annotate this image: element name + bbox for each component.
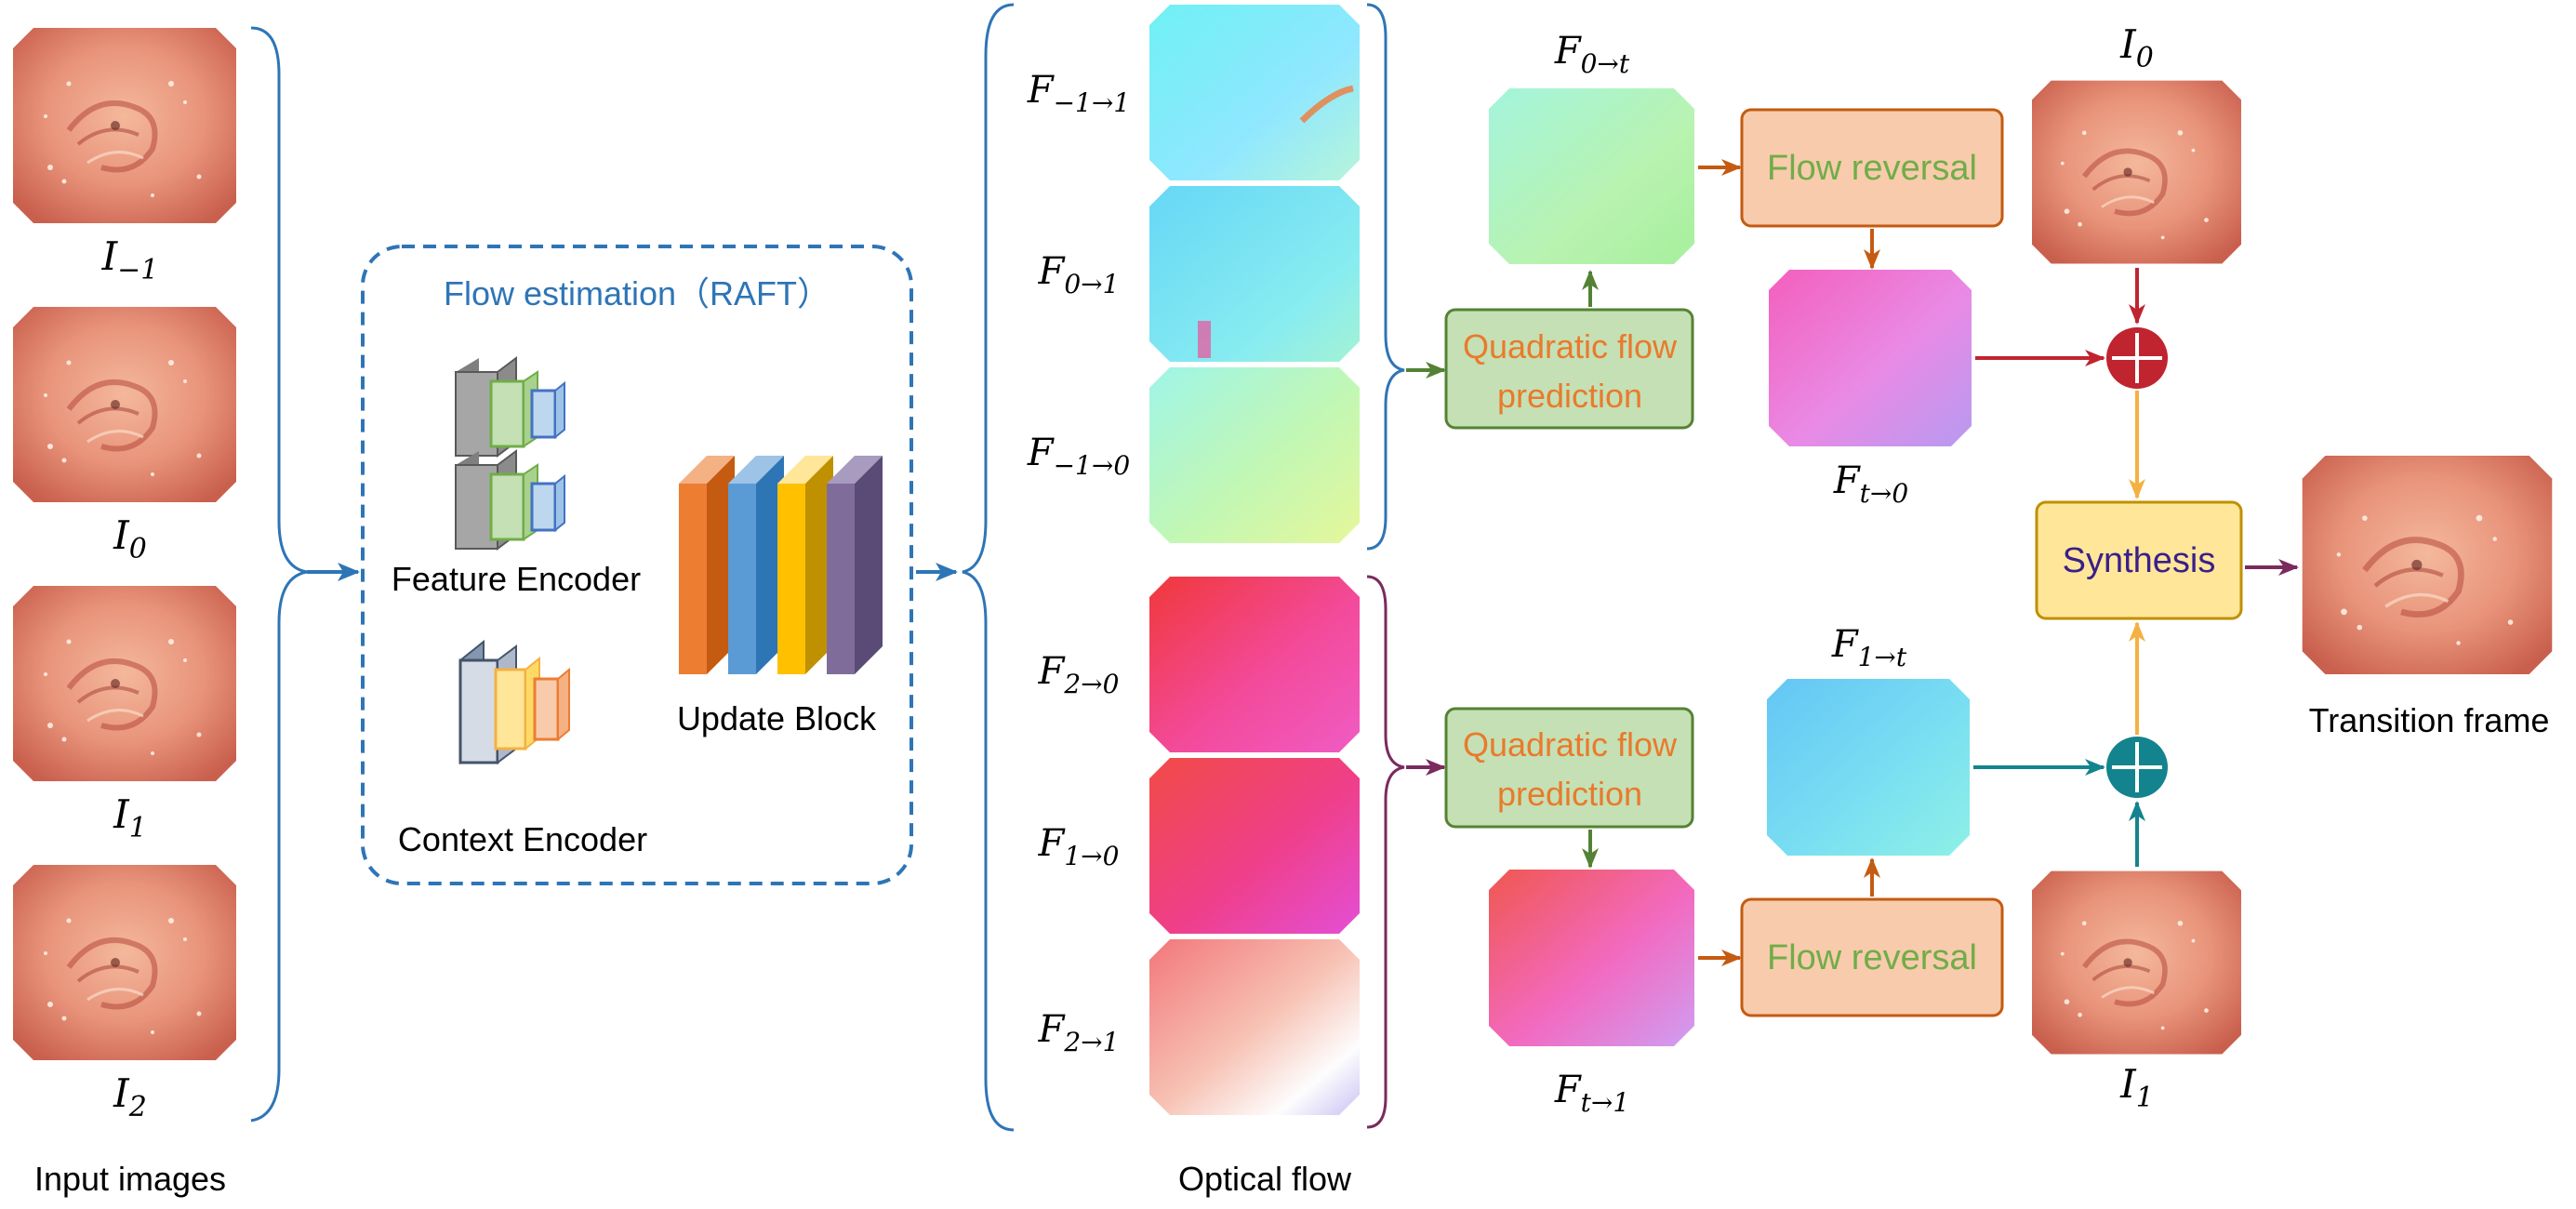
- input-images-caption: Input images: [34, 1160, 226, 1198]
- flow-image-f-2-0: [1149, 577, 1360, 752]
- right-label-i-1: I1: [2119, 1061, 2154, 1114]
- quadratic-bottom-line1: Quadratic flow: [1463, 725, 1678, 764]
- flow-image-f-1-0: [1149, 758, 1360, 934]
- quadratic-top-line1: Quadratic flow: [1463, 327, 1678, 365]
- input-image-i-minus-1: [13, 28, 236, 223]
- quadratic-prediction-box-bottom: [1444, 707, 1694, 829]
- input-image-i-1: [13, 586, 236, 781]
- input-label-i-0: I0: [113, 512, 147, 565]
- right-image-i-1: [2032, 871, 2241, 1055]
- flow-label-ft0: Ft→0: [1833, 459, 1908, 509]
- input-images-column: I−1 I0 I1 I2 Input images: [13, 28, 236, 1198]
- context-encoder-label: Context Encoder: [398, 820, 647, 858]
- feature-encoder-icon: [455, 356, 565, 551]
- right-image-i-0: [2032, 81, 2241, 264]
- flow-label-f-0-1: F0→1: [1038, 250, 1120, 299]
- input-brace: [250, 26, 308, 1123]
- optical-flow-caption: Optical flow: [1178, 1160, 1352, 1198]
- flow-reversal-box-bottom: [1740, 897, 2004, 1017]
- quadratic-top-line2: prediction: [1497, 377, 1642, 415]
- warp-add-icon-top: [2106, 327, 2168, 389]
- flow-image-f-minus1-1: [1149, 5, 1360, 180]
- input-label-i-2: I2: [113, 1070, 147, 1123]
- right-label-i-0: I0: [2119, 21, 2154, 74]
- flow-label-f1t: F1→t: [1831, 623, 1907, 672]
- raft-dashed-box: [361, 245, 913, 885]
- synthesis-label: Synthesis: [2063, 541, 2216, 580]
- warp-add-icon-bottom: [2106, 737, 2168, 798]
- flow-label-f-2-1: F2→1: [1038, 1008, 1120, 1057]
- transition-frame-image: [2303, 456, 2553, 674]
- feature-encoder-label: Feature Encoder: [392, 560, 641, 598]
- flow-image-f-0-1: [1149, 186, 1360, 362]
- flows-brace: [962, 3, 1015, 1132]
- flow-label-f0t: F0→t: [1554, 30, 1630, 79]
- flow-image-ft0: [1769, 270, 1972, 446]
- flow-label-f-2-0: F2→0: [1038, 650, 1120, 699]
- input-image-i-2: [13, 865, 236, 1060]
- raft-block: Flow estimation（RAFT） Feat: [361, 245, 913, 885]
- flow-label-f-minus1-0: F−1→0: [1027, 432, 1130, 481]
- raft-title: Flow estimation（RAFT）: [444, 274, 830, 312]
- flow-image-f-minus1-0: [1149, 367, 1360, 543]
- lower-flows-brace: [1366, 575, 1405, 1129]
- flow-reversal-bottom-label: Flow reversal: [1767, 938, 1977, 977]
- flow-label-f-minus1-1: F−1→1: [1027, 69, 1130, 118]
- upper-flows-brace: [1366, 3, 1405, 551]
- flow-reversal-top-label: Flow reversal: [1767, 149, 1977, 188]
- flow-label-f-1-0: F1→0: [1038, 822, 1120, 871]
- flow-image-f0t: [1489, 88, 1694, 264]
- synthesis-box: [2035, 500, 2243, 620]
- update-block-icon: [679, 456, 883, 674]
- quadratic-bottom-line2: prediction: [1497, 775, 1642, 813]
- flow-image-ft1: [1489, 870, 1694, 1046]
- input-label-i-1: I1: [113, 791, 147, 844]
- transition-frame-caption: Transition frame: [2309, 701, 2550, 739]
- input-image-i-0: [13, 307, 236, 502]
- flow-label-ft1: Ft→1: [1554, 1069, 1629, 1118]
- update-block-label: Update Block: [677, 699, 877, 737]
- optical-flow-column: F−1→1 F0→1 F−1→0 F2→0 F1→0 F2→1 Optical …: [1027, 5, 1360, 1198]
- flow-image-f1t: [1767, 679, 1970, 856]
- flow-reversal-box-top: [1740, 108, 2004, 228]
- input-label-i-minus-1: I−1: [101, 233, 159, 286]
- flow-image-f-2-1: [1149, 939, 1360, 1115]
- quadratic-prediction-box-top: [1444, 308, 1694, 430]
- context-encoder-icon: [458, 639, 570, 765]
